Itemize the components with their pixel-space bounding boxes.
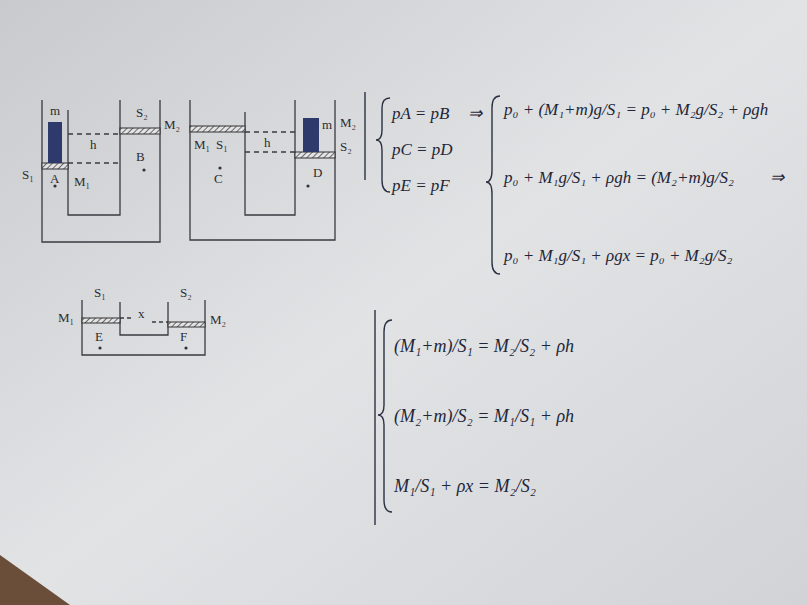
diagram-label: A <box>50 172 59 187</box>
piston <box>42 163 68 169</box>
diagram-label: D <box>313 166 322 181</box>
diagram-label: h <box>90 138 97 153</box>
diagram-label: M₂ <box>340 116 356 131</box>
diagram-label: M₂ <box>164 118 180 133</box>
point-dot <box>184 346 187 349</box>
diagram-label: E <box>95 330 103 345</box>
point-dot <box>218 166 221 169</box>
point-dot <box>142 168 145 171</box>
diagram-label: M₁ <box>58 311 74 326</box>
equation: pE = pF <box>392 176 450 196</box>
equation: M₁/S₁ + ρx = M₂/S₂ <box>394 476 536 497</box>
equation: (M₁+m)/S₁ = M₂/S₂ + ρh <box>394 336 574 357</box>
equation: p₀ + M₁g/S₁ + ρgx = p₀ + M₂g/S₂ <box>504 246 732 266</box>
piston <box>168 322 205 327</box>
diagram-label: S₂ <box>180 286 192 301</box>
point-dot <box>98 346 101 349</box>
point-dot <box>306 184 309 187</box>
table-corner <box>0 555 70 605</box>
equation: p₀ + M₁g/S₁ + ρgh = (M₂+m)g/S₂ <box>504 168 734 188</box>
vessel-3 <box>82 300 205 355</box>
piston <box>120 128 160 134</box>
equation: ⇒ <box>770 168 784 188</box>
separators <box>365 92 500 525</box>
diagram-label: S₁ <box>94 286 106 301</box>
diagram-label: S₁ <box>22 168 34 183</box>
diagram-label: h <box>264 136 271 151</box>
diagram-label: m <box>322 118 332 133</box>
equation: pC = pD <box>392 140 453 160</box>
piston <box>190 126 245 132</box>
diagram-label: S₁ <box>216 138 228 153</box>
equation: pA = pB <box>392 104 449 124</box>
diagram-label: x <box>138 307 145 322</box>
piston <box>295 152 335 158</box>
diagram-label: M₂ <box>210 313 226 328</box>
diagram-label: M₁ <box>74 175 90 190</box>
diagram-label: S₂ <box>136 106 148 121</box>
vessel-1 <box>42 100 160 242</box>
equation: (M₂+m)/S₂ = M₁/S₁ + ρh <box>394 406 574 427</box>
diagram-label: M₁ <box>194 138 210 153</box>
vessel-2 <box>190 100 335 240</box>
diagram-label: S₂ <box>340 140 352 155</box>
piston <box>82 318 120 323</box>
diagram-label: m <box>50 104 60 119</box>
weight <box>303 118 319 152</box>
weight <box>48 122 62 163</box>
equation: ⇒ <box>468 104 482 124</box>
equation: p₀ + (M₁+m)g/S₁ = p₀ + M₂g/S₂ + ρgh <box>504 100 768 120</box>
diagram-label: B <box>136 150 145 165</box>
diagram-label: F <box>180 330 187 345</box>
diagram-label: C <box>214 172 223 187</box>
